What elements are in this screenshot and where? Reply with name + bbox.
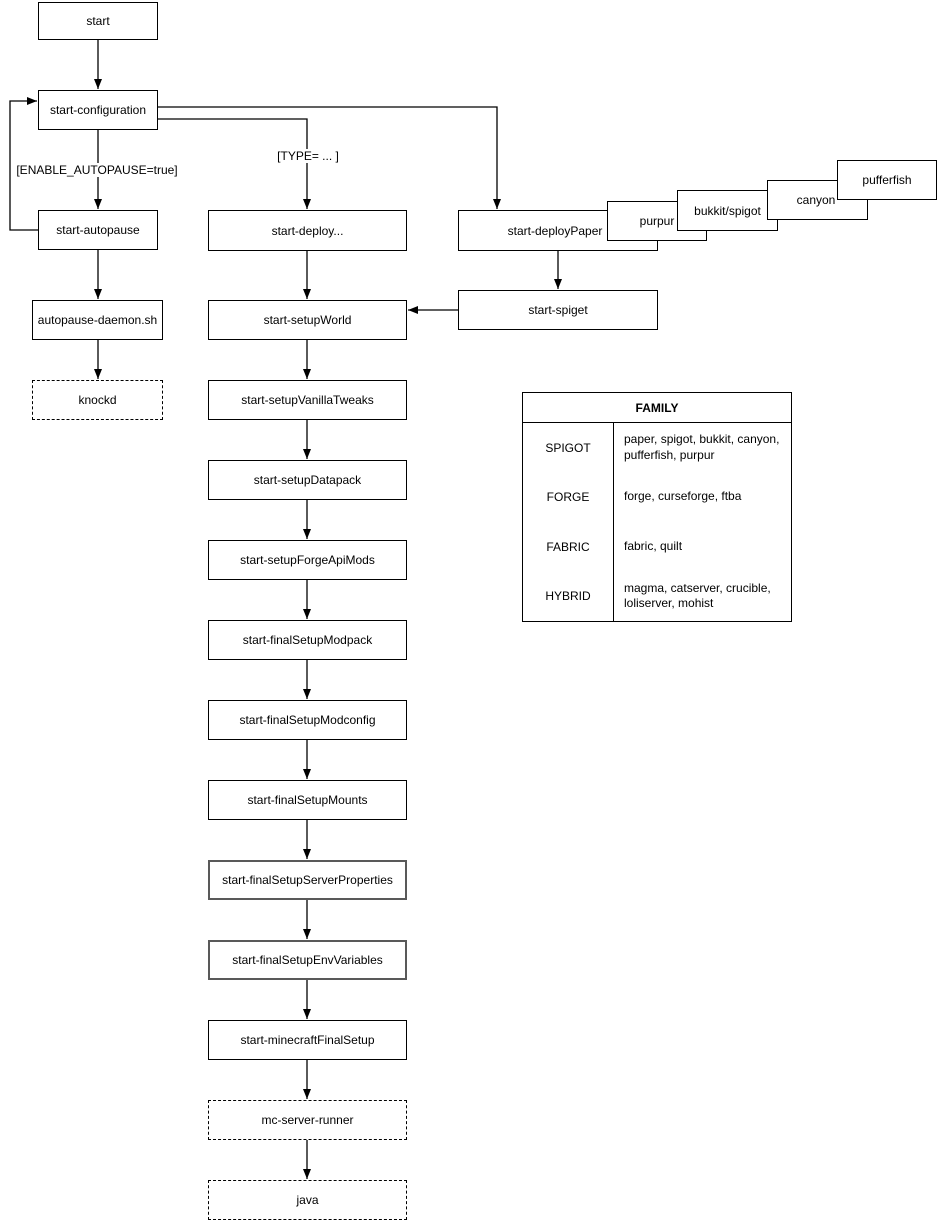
family-name: HYBRID bbox=[545, 589, 591, 604]
node-knockd: knockd bbox=[32, 380, 163, 420]
edge-label-enable-autopause: [ENABLE_AUTOPAUSE=true] bbox=[14, 163, 180, 177]
family-name: FORGE bbox=[546, 490, 590, 505]
node-autopause-daemon-sh: autopause-daemon.sh bbox=[32, 300, 163, 340]
family-members: forge, curseforge, ftba bbox=[624, 489, 742, 504]
node-start-setup-forge-api-mods: start-setupForgeApiMods bbox=[208, 540, 407, 580]
edge-configuration-to-deploy bbox=[158, 118, 311, 209]
family-table-row-hybrid: HYBRID magma, catserver, crucible, lolis… bbox=[523, 572, 791, 622]
node-start-minecraft-final-setup: start-minecraftFinalSetup bbox=[208, 1020, 407, 1060]
family-table-row-spigot: SPIGOT paper, spigot, bukkit, canyon, pu… bbox=[523, 423, 791, 473]
node-start-deploy: start-deploy... bbox=[208, 210, 407, 251]
family-table-row-fabric: FABRIC fabric, quilt bbox=[523, 522, 791, 572]
node-bukkit-spigot: bukkit/spigot bbox=[677, 190, 778, 231]
node-canyon: canyon bbox=[767, 180, 868, 220]
family-members: fabric, quilt bbox=[624, 538, 683, 553]
node-start-autopause: start-autopause bbox=[38, 210, 158, 250]
node-start: start bbox=[38, 2, 158, 40]
edge-configuration-to-deploy-paper bbox=[158, 106, 501, 209]
family-table: FAMILY SPIGOT paper, spigot, bukkit, can… bbox=[522, 392, 792, 622]
node-start-spiget: start-spiget bbox=[458, 290, 658, 330]
node-start-final-setup-server-properties: start-finalSetupServerProperties bbox=[208, 860, 407, 900]
edge-autopause-loop-to-configuration bbox=[9, 97, 38, 231]
family-table-row-forge: FORGE forge, curseforge, ftba bbox=[523, 473, 791, 523]
node-pufferfish: pufferfish bbox=[837, 160, 937, 200]
node-start-final-setup-modconfig: start-finalSetupModconfig bbox=[208, 700, 407, 740]
family-table-title: FAMILY bbox=[523, 393, 791, 423]
node-start-setup-world: start-setupWorld bbox=[208, 300, 407, 340]
edge-label-type: [TYPE= ... ] bbox=[275, 149, 341, 163]
family-members: magma, catserver, crucible, loliserver, … bbox=[624, 580, 771, 611]
node-start-setup-datapack: start-setupDatapack bbox=[208, 460, 407, 500]
node-mc-server-runner: mc-server-runner bbox=[208, 1100, 407, 1140]
node-start-final-setup-modpack: start-finalSetupModpack bbox=[208, 620, 407, 660]
node-start-final-setup-mounts: start-finalSetupMounts bbox=[208, 780, 407, 820]
family-members: paper, spigot, bukkit, canyon, pufferfis… bbox=[624, 432, 780, 462]
family-name: FABRIC bbox=[546, 539, 590, 554]
node-start-configuration: start-configuration bbox=[38, 90, 158, 130]
node-start-final-setup-env-variables: start-finalSetupEnvVariables bbox=[208, 940, 407, 980]
node-start-setup-vanilla-tweaks: start-setupVanillaTweaks bbox=[208, 380, 407, 420]
node-java: java bbox=[208, 1180, 407, 1220]
family-name: SPIGOT bbox=[545, 440, 591, 455]
family-table-body: SPIGOT paper, spigot, bukkit, canyon, pu… bbox=[523, 423, 791, 621]
